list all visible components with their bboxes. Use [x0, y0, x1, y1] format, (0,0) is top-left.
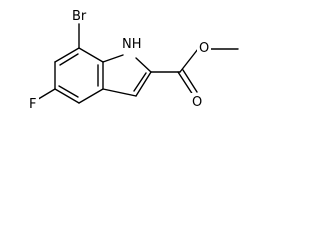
bond-c7-c7a [78, 47, 104, 63]
bond-c3-c3a [102, 88, 137, 97]
bond-carbonyl-o-double-a [177, 71, 194, 96]
br-label: Br [72, 9, 87, 24]
bond-c6-c7 [54, 47, 80, 63]
ester-o-label-mask [197, 39, 211, 55]
br-label-mask [69, 8, 91, 23]
bond-c7a-n1 [102, 54, 124, 63]
bond-n1-c2 [135, 57, 152, 73]
bond-c2-c3 [135, 71, 152, 97]
f-label: F [29, 97, 36, 112]
nh-label-mask [119, 35, 143, 51]
bond-carbonyl-o-double-b [182, 69, 198, 93]
bonds [34, 23, 239, 104]
bond-c2-c3-inner [133, 72, 147, 92]
carbonyl-o-label: O [192, 95, 202, 110]
ester-o-label: O [199, 41, 209, 56]
bond-c4-c5 [54, 88, 80, 104]
bond-c3a-c4 [78, 88, 104, 104]
carbonyl-o-label-mask [190, 93, 204, 109]
f-label-mask [27, 95, 39, 111]
bond-c6-c7-inner [59, 53, 79, 66]
atom-labels: NH Br F O O [27, 8, 211, 112]
bond-c4-c5-inner [58, 85, 79, 98]
nh-label: NH [122, 37, 142, 52]
chemical-structure-diagram: NH Br F O O [27, 8, 239, 112]
bond-carbonyl-o-ester [179, 48, 199, 73]
